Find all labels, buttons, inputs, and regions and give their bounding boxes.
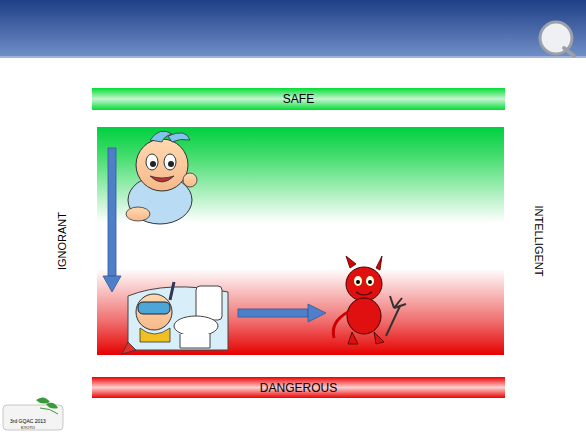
logo-text: 3rd GQAC 2013 <box>10 418 46 424</box>
logo-text: KYOTO <box>21 425 35 430</box>
band-text: DANGEROUS <box>260 381 337 395</box>
baby-cartoon <box>126 131 197 224</box>
band-text: SAFE <box>283 92 314 106</box>
header-band <box>0 0 586 56</box>
band-box: SAFE <box>92 88 505 110</box>
right-arrow <box>238 304 326 322</box>
axis-label: IGNORANT <box>56 212 68 270</box>
conference-logo <box>3 397 63 430</box>
down-arrow <box>103 148 121 292</box>
header-rule <box>0 56 586 58</box>
devil-cartoon <box>333 256 406 344</box>
toilet-baby-cartoon <box>122 282 228 354</box>
band-box: DANGEROUS <box>92 377 505 398</box>
axis-label: INTELLIGENT <box>533 206 545 277</box>
risk-panel <box>97 127 504 355</box>
q-logo <box>540 22 574 56</box>
